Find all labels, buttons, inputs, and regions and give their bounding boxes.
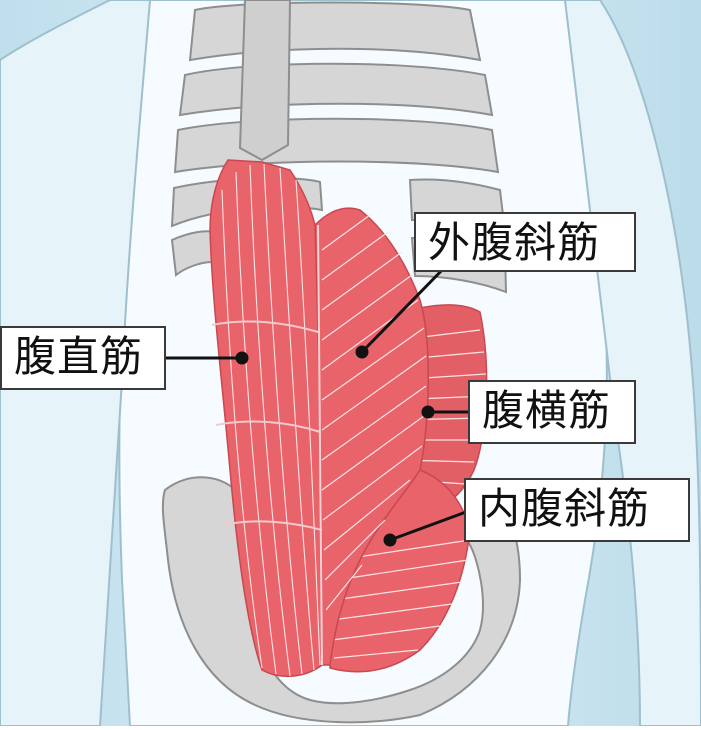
leader-lines — [160, 262, 470, 547]
right-arm — [563, 0, 701, 727]
label-transversus-abdominis-text: 腹横筋 — [482, 386, 612, 435]
label-internal-oblique-text: 内腹斜筋 — [478, 484, 651, 533]
external-oblique-fibers — [321, 214, 427, 611]
pointer-dot-external-oblique — [355, 345, 369, 359]
leader-line-internal-oblique — [389, 510, 467, 542]
label-internal-oblique: 内腹斜筋 — [464, 478, 690, 542]
rectus-abdominis-muscle — [209, 159, 323, 678]
pointer-dot-internal-oblique — [383, 533, 397, 547]
label-transversus-abdominis: 腹横筋 — [468, 380, 636, 444]
label-rectus-abdominis: 腹直筋 — [0, 326, 166, 390]
label-external-oblique: 外腹斜筋 — [414, 212, 636, 272]
label-rectus-abdominis-text: 腹直筋 — [14, 332, 144, 381]
tendinous-intersections — [211, 320, 323, 531]
leader-line-external-oblique — [360, 262, 450, 354]
pointer-dot-transversus — [421, 405, 435, 419]
sternum — [238, 0, 292, 162]
linea-alba — [317, 224, 323, 666]
pointer-dot-rectus — [235, 351, 249, 365]
label-external-oblique-text: 外腹斜筋 — [428, 218, 601, 267]
